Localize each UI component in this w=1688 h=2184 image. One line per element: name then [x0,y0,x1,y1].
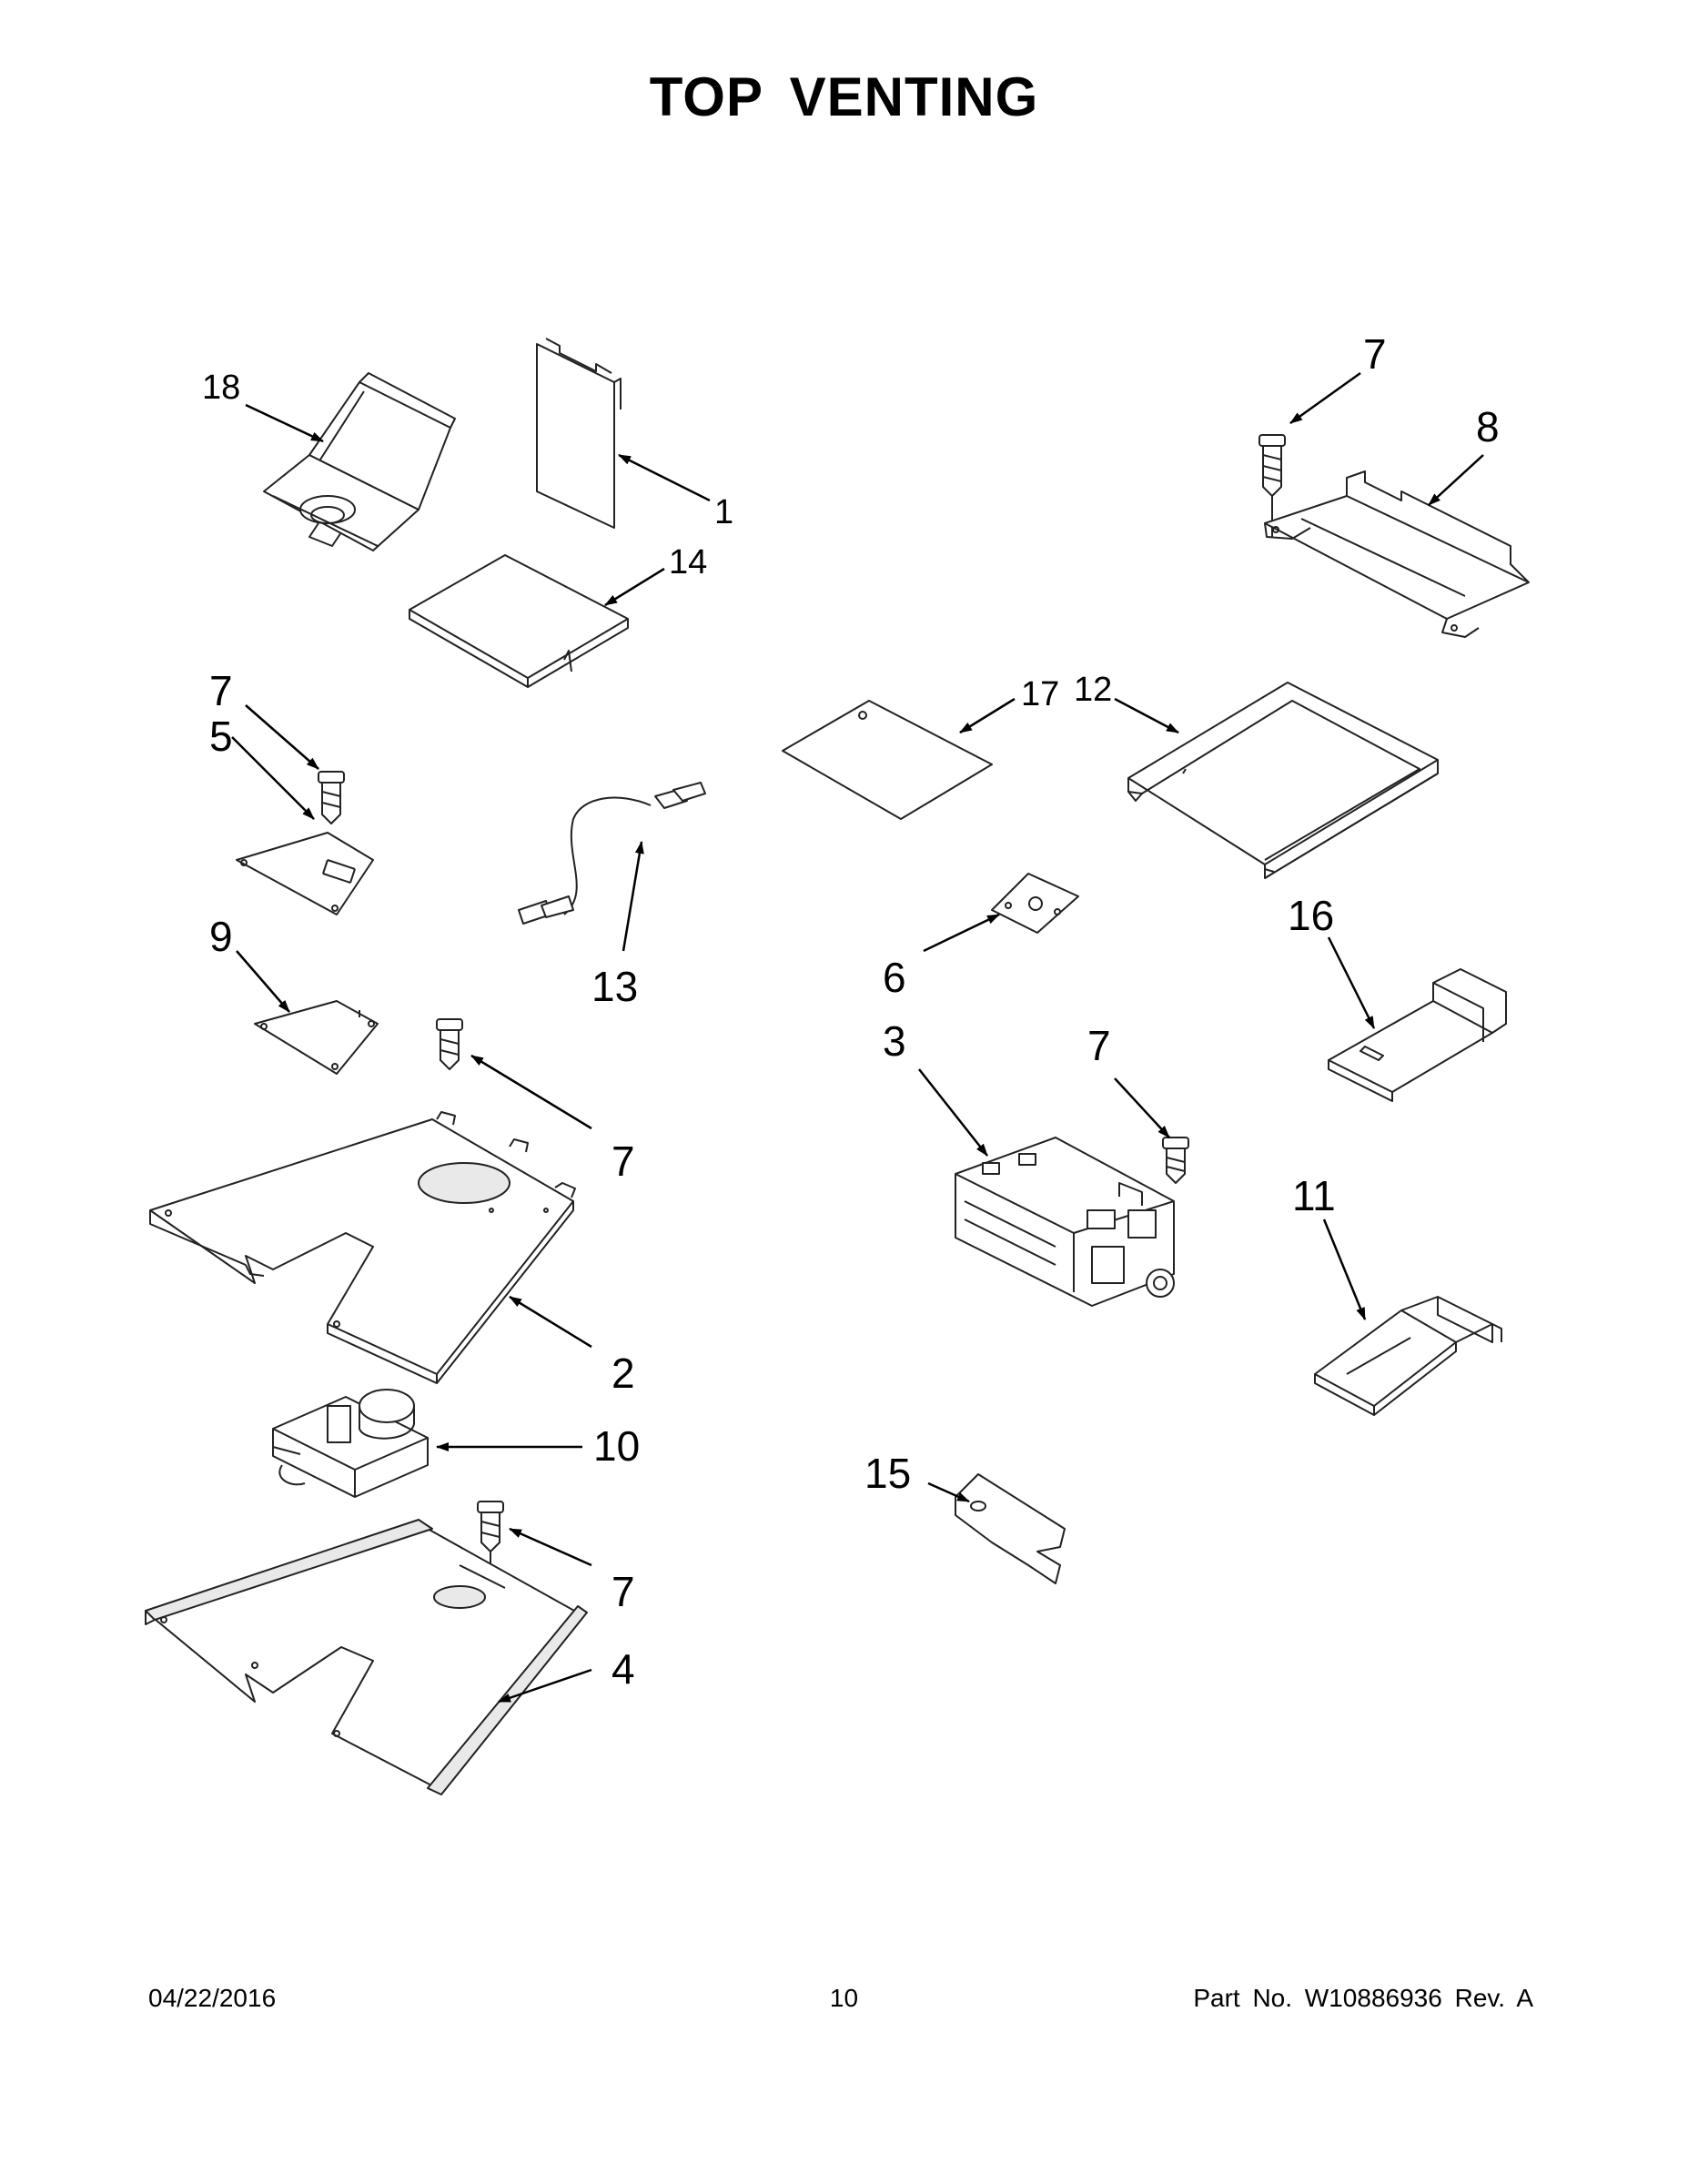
part-7-screw-a [1258,434,1286,537]
part-12-frame [1127,682,1439,879]
callout-11: 11 [1292,1172,1336,1219]
callout-1: 1 [714,493,733,531]
arrow-4 [498,1668,592,1704]
arrow-7b [245,704,319,770]
footer-part-number: Part No. W10886936 Rev. A [1193,1984,1533,2012]
callout-10: 10 [593,1422,640,1470]
part-11-bracket [1314,1296,1502,1416]
page-title: TOP VENTING [649,66,1039,127]
arrow-16 [1327,936,1376,1029]
callout-9: 9 [209,913,233,960]
callout-3: 3 [883,1017,906,1065]
part-7-screw-c [436,1018,463,1070]
callout-17: 17 [1021,675,1059,713]
leader-arrows [231,371,1484,1704]
part-4-bottom-plate [145,1519,588,1795]
callout-6: 6 [883,954,906,1001]
arrow-11 [1322,1218,1367,1320]
arrow-15 [927,1481,970,1503]
callout-labels: 18 1 14 7 8 7 5 17 12 9 13 6 16 3 7 7 2 … [202,330,1500,1693]
arrow-8 [1428,454,1484,506]
callout-15: 15 [864,1450,911,1497]
arrow-7e [509,1527,592,1567]
arrow-6 [923,913,1000,953]
footer-page-number: 10 [829,1984,859,2012]
arrow-1 [618,453,711,502]
callout-7c: 7 [1087,1022,1111,1069]
arrow-3 [918,1068,988,1157]
arrow-5 [231,736,315,820]
part-14-cover [409,554,629,688]
arrow-7a [1289,371,1361,425]
arrow-13 [622,841,644,952]
callout-18: 18 [202,369,240,407]
part-3-valve-assembly [955,1137,1175,1307]
callout-16: 16 [1288,892,1334,939]
callout-7b: 7 [209,667,233,714]
footer-date: 04/22/2016 [148,1984,277,2012]
callout-7a: 7 [1363,330,1387,378]
part-16-bracket [1328,968,1507,1102]
callout-4: 4 [612,1645,635,1693]
arrow-7d [470,1054,592,1130]
arrow-18 [245,403,324,443]
arrow-12 [1114,697,1179,734]
callout-12: 12 [1074,671,1112,709]
callout-2: 2 [612,1350,635,1397]
part-17-sheet [782,700,993,820]
callout-7d: 7 [612,1138,635,1185]
arrow-2 [509,1295,592,1349]
part-15-plate [955,1473,1066,1584]
part-9-plate [254,1000,379,1075]
arrow-9 [236,950,290,1013]
callout-13: 13 [591,963,638,1010]
callout-8: 8 [1476,403,1500,450]
callout-14: 14 [669,543,707,581]
callout-5: 5 [209,713,233,760]
arrow-7c [1114,1077,1170,1138]
part-1-panel [536,338,622,529]
part-7-screw-d [1162,1137,1189,1184]
part-2-large-plate [149,1111,576,1384]
arrow-17 [959,697,1016,734]
part-18-vent-housing [263,372,456,551]
part-8-bracket [1264,470,1530,638]
part-13-wire-harness [518,782,706,925]
arrow-14 [604,567,665,607]
part-5-plate [236,832,374,915]
part-10-igniter [272,1389,429,1498]
callout-7e: 7 [612,1568,635,1615]
part-7-screw-b [318,771,345,824]
part-6-plate [991,873,1079,934]
